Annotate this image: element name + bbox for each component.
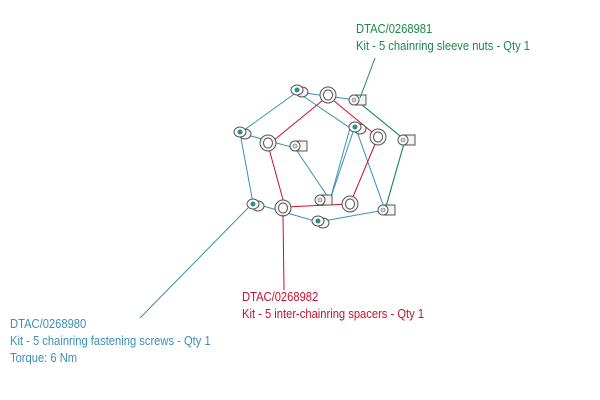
leader-line-screws [139,207,249,319]
inter-chainring-spacer [274,199,292,217]
spacer-outline-line [267,95,379,208]
chainring-sleeve-nut [377,204,396,216]
leader-line-nuts [359,57,376,99]
fastening-screw [348,121,367,135]
callout-fastening-screws: DTAC/0268980 Kit - 5 chainring fastening… [10,315,211,366]
fastening-screw [233,126,252,140]
part-description-screws: Kit - 5 chainring fastening screws - Qty… [10,333,211,348]
inter-chainring-spacer [369,128,387,146]
fastening-screw [311,215,330,229]
leader-line-spacers [282,214,285,291]
part-code-sleeve-nuts: DTAC/0268981 [356,21,433,36]
callout-spacers: DTAC/0268982 Kit - 5 inter-chainring spa… [242,288,424,322]
nut-outline-line [355,99,406,211]
fastening-screw [290,84,309,98]
part-torque-screws: Torque: 6 Nm [10,350,78,365]
part-description-sleeve-nuts: Kit - 5 chainring sleeve nuts - Qty 1 [356,38,530,53]
parts-group [233,84,416,229]
chainring-sleeve-nut [348,94,367,106]
part-description-spacers: Kit - 5 inter-chainring spacers - Qty 1 [242,306,425,321]
leader-lines [139,57,376,319]
chainring-sleeve-nut [397,134,416,146]
callout-sleeve-nuts: DTAC/0268981 Kit - 5 chainring sleeve nu… [356,20,530,54]
inter-chainring-spacer [319,86,337,104]
inter-chainring-spacer [341,195,359,213]
part-code-screws: DTAC/0268980 [10,316,87,331]
chainring-sleeve-nut [314,194,333,206]
chainring-sleeve-nut [289,140,308,152]
fastening-screw [246,198,265,212]
part-code-spacers: DTAC/0268982 [242,289,319,304]
inter-chainring-spacer [259,134,277,152]
